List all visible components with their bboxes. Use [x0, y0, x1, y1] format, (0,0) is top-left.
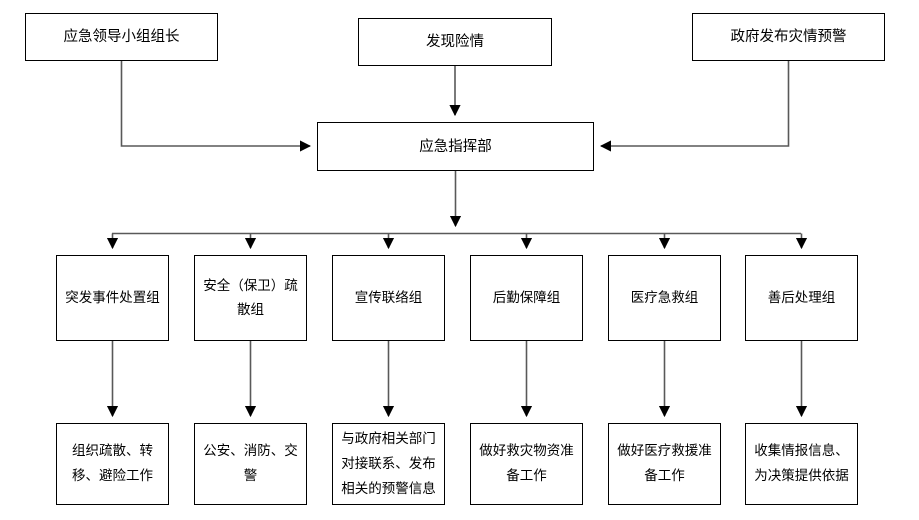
node-group-medical-emergency[interactable]: 医疗急救组 [608, 255, 721, 341]
node-emergency-command-center[interactable]: 应急指挥部 [317, 122, 594, 171]
node-group-aftermath-handling[interactable]: 善后处理组 [745, 255, 858, 341]
node-task-evacuation-transfer-label: 组织疏散、转移、避险工作 [72, 443, 153, 484]
node-group-security-evacuation-label: 安全（保卫）疏散组 [203, 278, 298, 318]
node-task-relief-supplies-label: 做好救灾物资准备工作 [479, 443, 574, 484]
node-emergency-command-center-label: 应急指挥部 [419, 138, 492, 155]
node-emergency-leader[interactable]: 应急领导小组组长 [25, 13, 218, 61]
node-emergency-leader-label: 应急领导小组组长 [63, 29, 180, 45]
node-task-relief-supplies[interactable]: 做好救灾物资准备工作 [470, 423, 583, 505]
node-discover-danger-label: 发现险情 [426, 34, 484, 50]
node-task-medical-rescue-prep[interactable]: 做好医疗救援准备工作 [608, 423, 721, 505]
node-government-warning[interactable]: 政府发布灾情预警 [692, 13, 885, 61]
node-discover-danger[interactable]: 发现险情 [358, 18, 552, 66]
node-group-logistics-support-label: 后勤保障组 [492, 290, 561, 306]
connector-leader-to-hub [120, 61, 312, 152]
node-task-intelligence-collection-label: 收集情报信息、为决策提供依据 [754, 443, 849, 484]
node-group-publicity-liaison-label: 宣传联络组 [354, 290, 423, 306]
node-task-government-liaison-warning-label: 与政府相关部门对接联系、发布相关的预警信息 [341, 430, 436, 497]
node-government-warning-label: 政府发布灾情预警 [730, 29, 847, 45]
node-group-incident-response[interactable]: 突发事件处置组 [56, 255, 169, 341]
node-task-intelligence-collection[interactable]: 收集情报信息、为决策提供依据 [745, 423, 858, 505]
node-task-medical-rescue-prep-label: 做好医疗救援准备工作 [617, 443, 712, 484]
node-group-aftermath-handling-label: 善后处理组 [767, 290, 836, 306]
node-task-police-fire-traffic-label: 公安、消防、交警 [203, 443, 298, 484]
node-task-evacuation-transfer[interactable]: 组织疏散、转移、避险工作 [56, 423, 169, 505]
node-group-medical-emergency-label: 医疗急救组 [630, 290, 699, 306]
connector-gov-warning-to-hub [599, 61, 790, 152]
node-task-police-fire-traffic[interactable]: 公安、消防、交警 [194, 423, 307, 505]
node-group-security-evacuation[interactable]: 安全（保卫）疏散组 [194, 255, 307, 341]
node-group-publicity-liaison[interactable]: 宣传联络组 [332, 255, 445, 341]
node-task-government-liaison-warning[interactable]: 与政府相关部门对接联系、发布相关的预警信息 [332, 423, 445, 505]
node-group-logistics-support[interactable]: 后勤保障组 [470, 255, 583, 341]
node-group-incident-response-label: 突发事件处置组 [65, 290, 160, 306]
